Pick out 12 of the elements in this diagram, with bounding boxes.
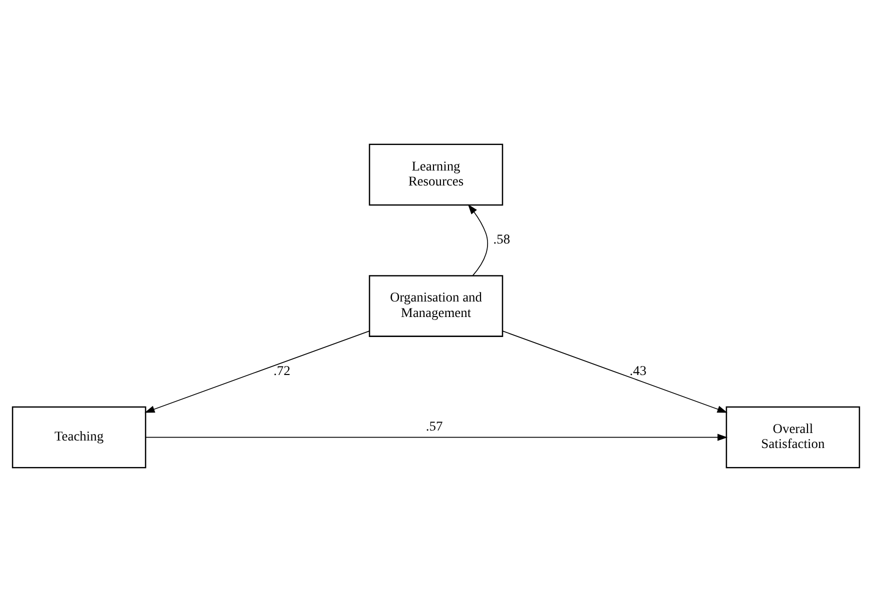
edge-label: .72 <box>274 362 290 378</box>
node-box: Organisation and Management <box>368 274 504 336</box>
edge-label: .57 <box>426 418 443 433</box>
arrow <box>468 204 488 276</box>
arrow <box>502 330 728 412</box>
edge-label: .43 <box>630 362 646 378</box>
node-box: Learning Resources <box>368 143 504 206</box>
arrow <box>144 330 370 412</box>
node-box: Overall Satisfaction <box>726 406 860 468</box>
node-box: Teaching <box>12 406 146 468</box>
edge-label: .58 <box>493 231 510 246</box>
arrow <box>145 433 728 440</box>
